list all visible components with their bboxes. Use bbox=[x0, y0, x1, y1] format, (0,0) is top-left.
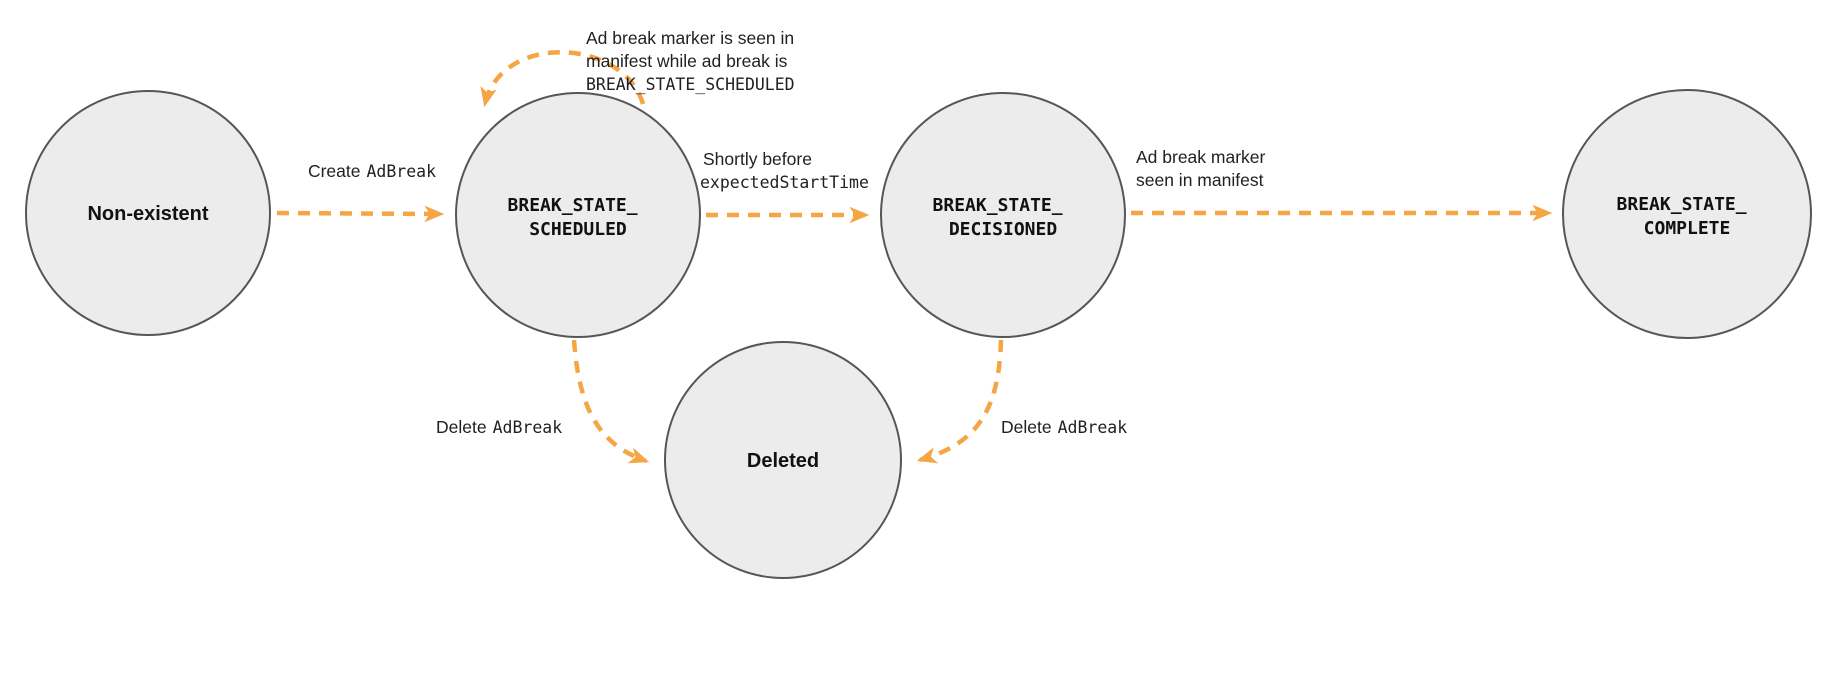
state-circle bbox=[1562, 89, 1812, 339]
state-circle bbox=[664, 341, 902, 579]
transition-self-loop-scheduled: Ad break marker is seen in manifest whil… bbox=[480, 28, 799, 108]
state-circle bbox=[880, 92, 1126, 338]
state-node-non-existent: Non-existent bbox=[25, 90, 271, 336]
transition-arrow-delete-left bbox=[571, 339, 650, 464]
transition-label-decisioned: Shortly before expectedStartTime bbox=[700, 149, 869, 192]
self-loop-arrow bbox=[480, 50, 646, 108]
self-loop-label: Ad break marker is seen in manifest whil… bbox=[586, 28, 799, 94]
state-node-break-state-scheduled: BREAK_STATE_ SCHEDULED bbox=[455, 92, 701, 338]
transition-to-complete: Ad break marker seen in manifest bbox=[1131, 147, 1553, 222]
state-circle bbox=[25, 90, 271, 336]
state-node-deleted: Deleted bbox=[664, 341, 902, 579]
transition-arrow-create bbox=[276, 205, 445, 223]
transition-label-complete: Ad break marker seen in manifest bbox=[1136, 147, 1270, 190]
transition-to-decisioned: Shortly before expectedStartTime bbox=[700, 149, 870, 224]
state-circle bbox=[455, 92, 701, 338]
state-label: BREAK_STATE_ DECISIONED bbox=[933, 195, 1074, 240]
state-label: BREAK_STATE_ SCHEDULED bbox=[508, 195, 649, 240]
state-label: BREAK_STATE_ COMPLETE bbox=[1617, 194, 1758, 239]
state-label: Non-existent bbox=[87, 203, 208, 225]
transition-arrow-delete-right bbox=[916, 339, 1004, 464]
state-node-break-state-complete: BREAK_STATE_ COMPLETE bbox=[1562, 89, 1812, 339]
state-node-break-state-decisioned: BREAK_STATE_ DECISIONED bbox=[880, 92, 1126, 338]
state-label: Deleted bbox=[747, 450, 819, 472]
